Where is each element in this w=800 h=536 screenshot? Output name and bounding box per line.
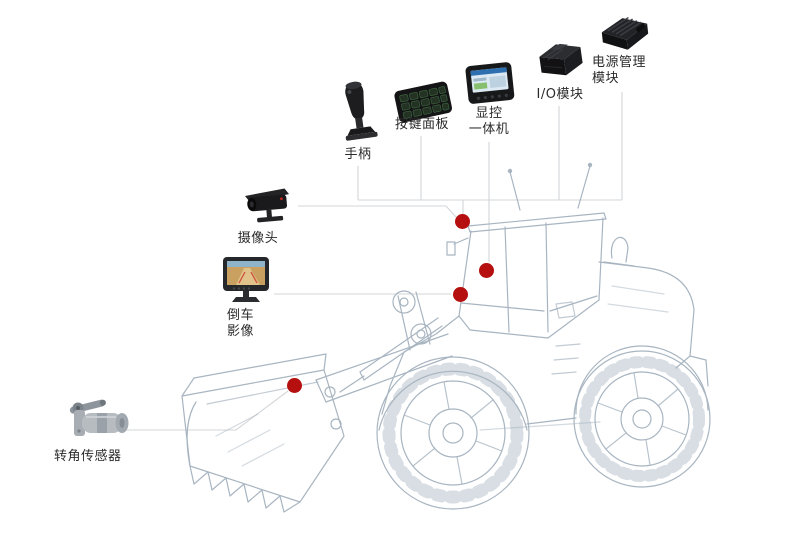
location-marker-cab-roof-front — [455, 214, 470, 229]
monitor-label: 倒车 影像 — [227, 308, 255, 339]
keypad-image — [392, 78, 454, 124]
keypad-label: 按键面板 — [394, 117, 449, 132]
io-module-label: I/O模块 — [536, 87, 584, 102]
display-unit-image — [464, 60, 516, 108]
location-marker-cab-dash-lower — [453, 287, 468, 302]
display-unit-label: 显控 一体机 — [468, 106, 510, 137]
power-module-label: 电源管理 模块 — [592, 55, 647, 86]
power-module-image — [596, 10, 654, 56]
joystick-label: 手柄 — [344, 147, 372, 162]
connector-lines — [122, 92, 623, 431]
io-module-image — [532, 38, 588, 82]
wheel-loader-line-drawing — [181, 162, 711, 513]
location-marker-boom-arm — [287, 378, 302, 393]
camera-label: 摄像头 — [237, 231, 279, 246]
monitor-image — [220, 254, 272, 306]
angle-sensor-image — [66, 394, 134, 440]
location-marker-cab-interior — [479, 263, 494, 278]
camera-image — [240, 184, 296, 228]
joystick-image — [336, 78, 380, 142]
angle-sensor-label: 转角传感器 — [54, 449, 122, 464]
